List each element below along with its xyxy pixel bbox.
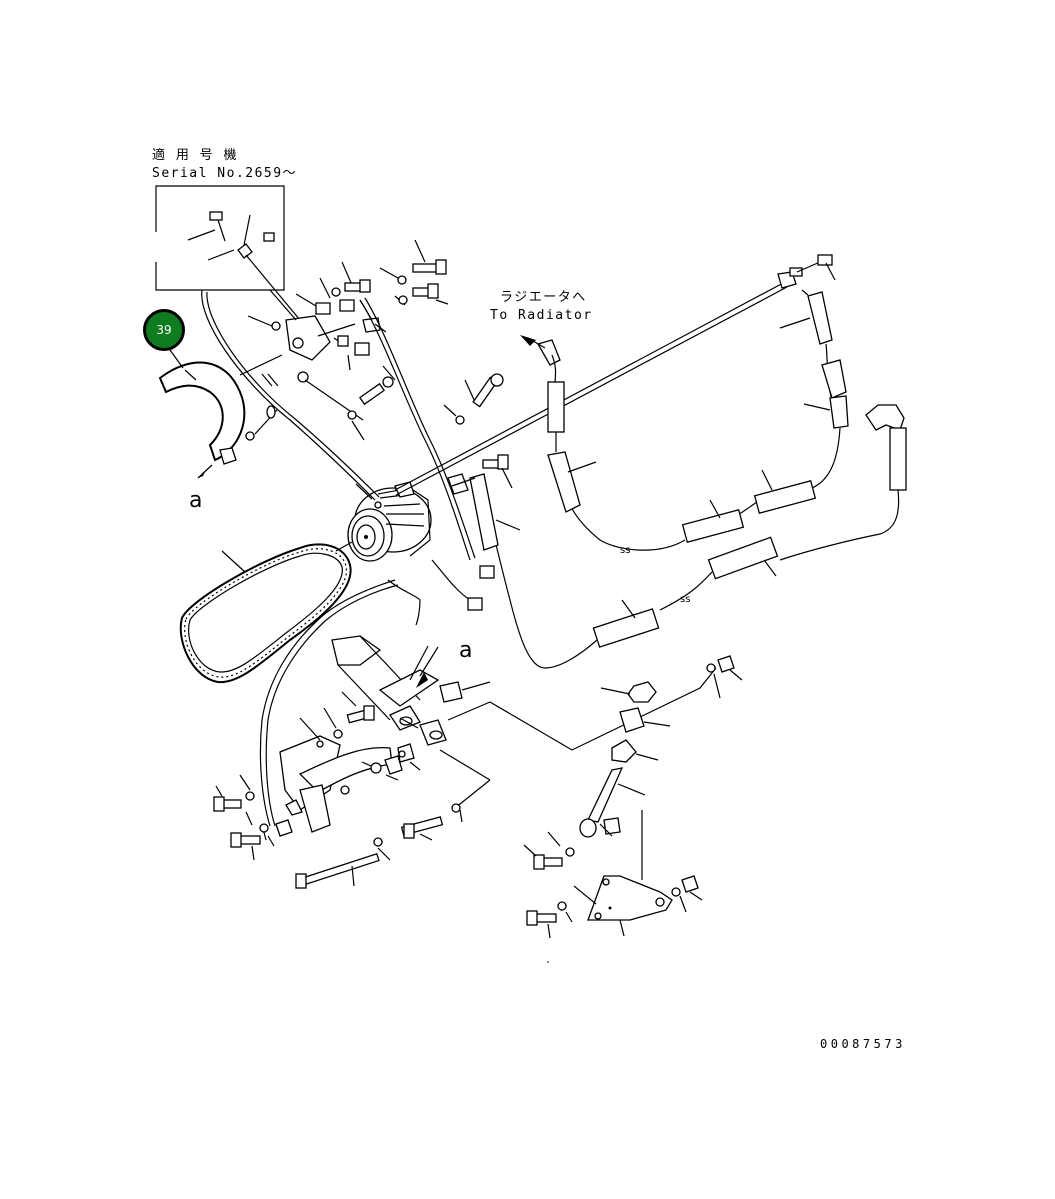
right-bracket-group [523, 655, 743, 963]
compressor-part [335, 481, 432, 562]
serial-note-jp: 適 用 号 機 [152, 148, 238, 163]
right-hose: ss [447, 404, 907, 669]
radiator-hose [520, 335, 597, 513]
svg-text:ss: ss [620, 545, 630, 556]
mid-bolts [347, 365, 504, 441]
radiator-note-jp: ラジエータへ [500, 290, 587, 305]
svg-text:ss: ss [680, 594, 690, 605]
lower-bracket-group [213, 579, 717, 889]
serial-inset-box [155, 185, 301, 321]
drive-belt-part [179, 543, 352, 684]
harness-lines [201, 289, 495, 626]
belt-cover-part [158, 349, 283, 479]
serial-note-en: Serial No.2659〜 [152, 166, 298, 181]
part-callout-39[interactable]: 39 [143, 309, 185, 351]
upper-bracket-cluster [247, 239, 449, 421]
radiator-note-en: To Radiator [490, 308, 593, 323]
long-hose: ss [394, 254, 849, 556]
view-label-a-right: a [459, 638, 473, 663]
view-label-a-left: a [189, 488, 203, 513]
drawing-number: 00087573 [820, 1037, 906, 1051]
